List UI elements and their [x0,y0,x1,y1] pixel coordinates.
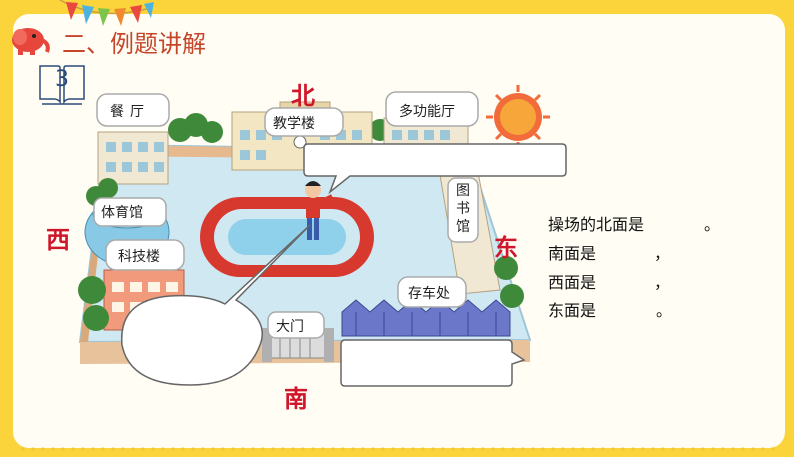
label-bike-shed: 存车处 [408,286,450,302]
label-teaching-building: 教学楼 [273,116,315,132]
book-icon [39,65,85,105]
question-line-4-prefix: 东面是 [548,301,597,320]
top-answer-bubble [303,143,567,195]
question-line-3-suffix: ， [654,273,671,292]
direction-south: 南 [284,384,308,413]
direction-north: 北 [291,81,315,110]
bottom-left-answer-bubble [121,224,311,386]
elephant-icon [12,28,50,55]
question-line-2-suffix: ， [654,244,671,263]
question-line-2: 南面是 ， [548,240,670,264]
example-number: 3 [55,67,69,92]
example-badge: 3 [39,65,85,103]
label-gym: 体育馆 [101,205,143,221]
sun-icon [486,85,550,149]
question-line-4-suffix: 。 [656,301,673,320]
question-line-1: 操场的北面是 。 [548,211,720,235]
label-science-building: 科技楼 [118,249,160,265]
label-multipurpose-hall: 多功能厅 [399,104,455,120]
child-figure [305,181,333,240]
question-line-2-prefix: 南面是 [548,244,597,263]
bunting-flags-icon [59,0,154,26]
label-library: 图书馆 [456,183,470,235]
direction-east: 东 [494,233,518,262]
label-gate: 大门 [276,319,304,335]
section-title: 二、例题讲解 [62,30,206,58]
question-line-1-suffix: 。 [704,215,721,234]
label-canteen: 餐厅 [110,104,150,120]
bottom-right-answer-bubble [340,339,526,387]
question-line-3: 西面是 ， [548,269,670,293]
question-line-1-prefix: 操场的北面是 [548,215,645,234]
question-line-3-prefix: 西面是 [548,273,597,292]
direction-west: 西 [46,225,70,254]
question-line-4: 东面是 。 [548,297,672,321]
bottom-dot-border [18,445,776,453]
